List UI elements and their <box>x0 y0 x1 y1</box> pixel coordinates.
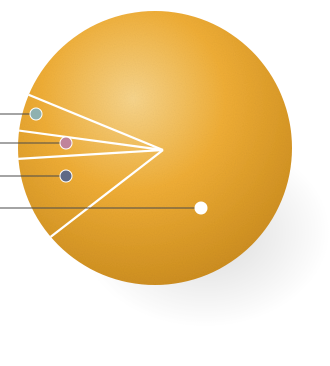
marker-pink <box>60 137 72 149</box>
marker-slate <box>60 170 72 182</box>
marker-white <box>195 202 207 214</box>
marker-teal <box>30 108 42 120</box>
